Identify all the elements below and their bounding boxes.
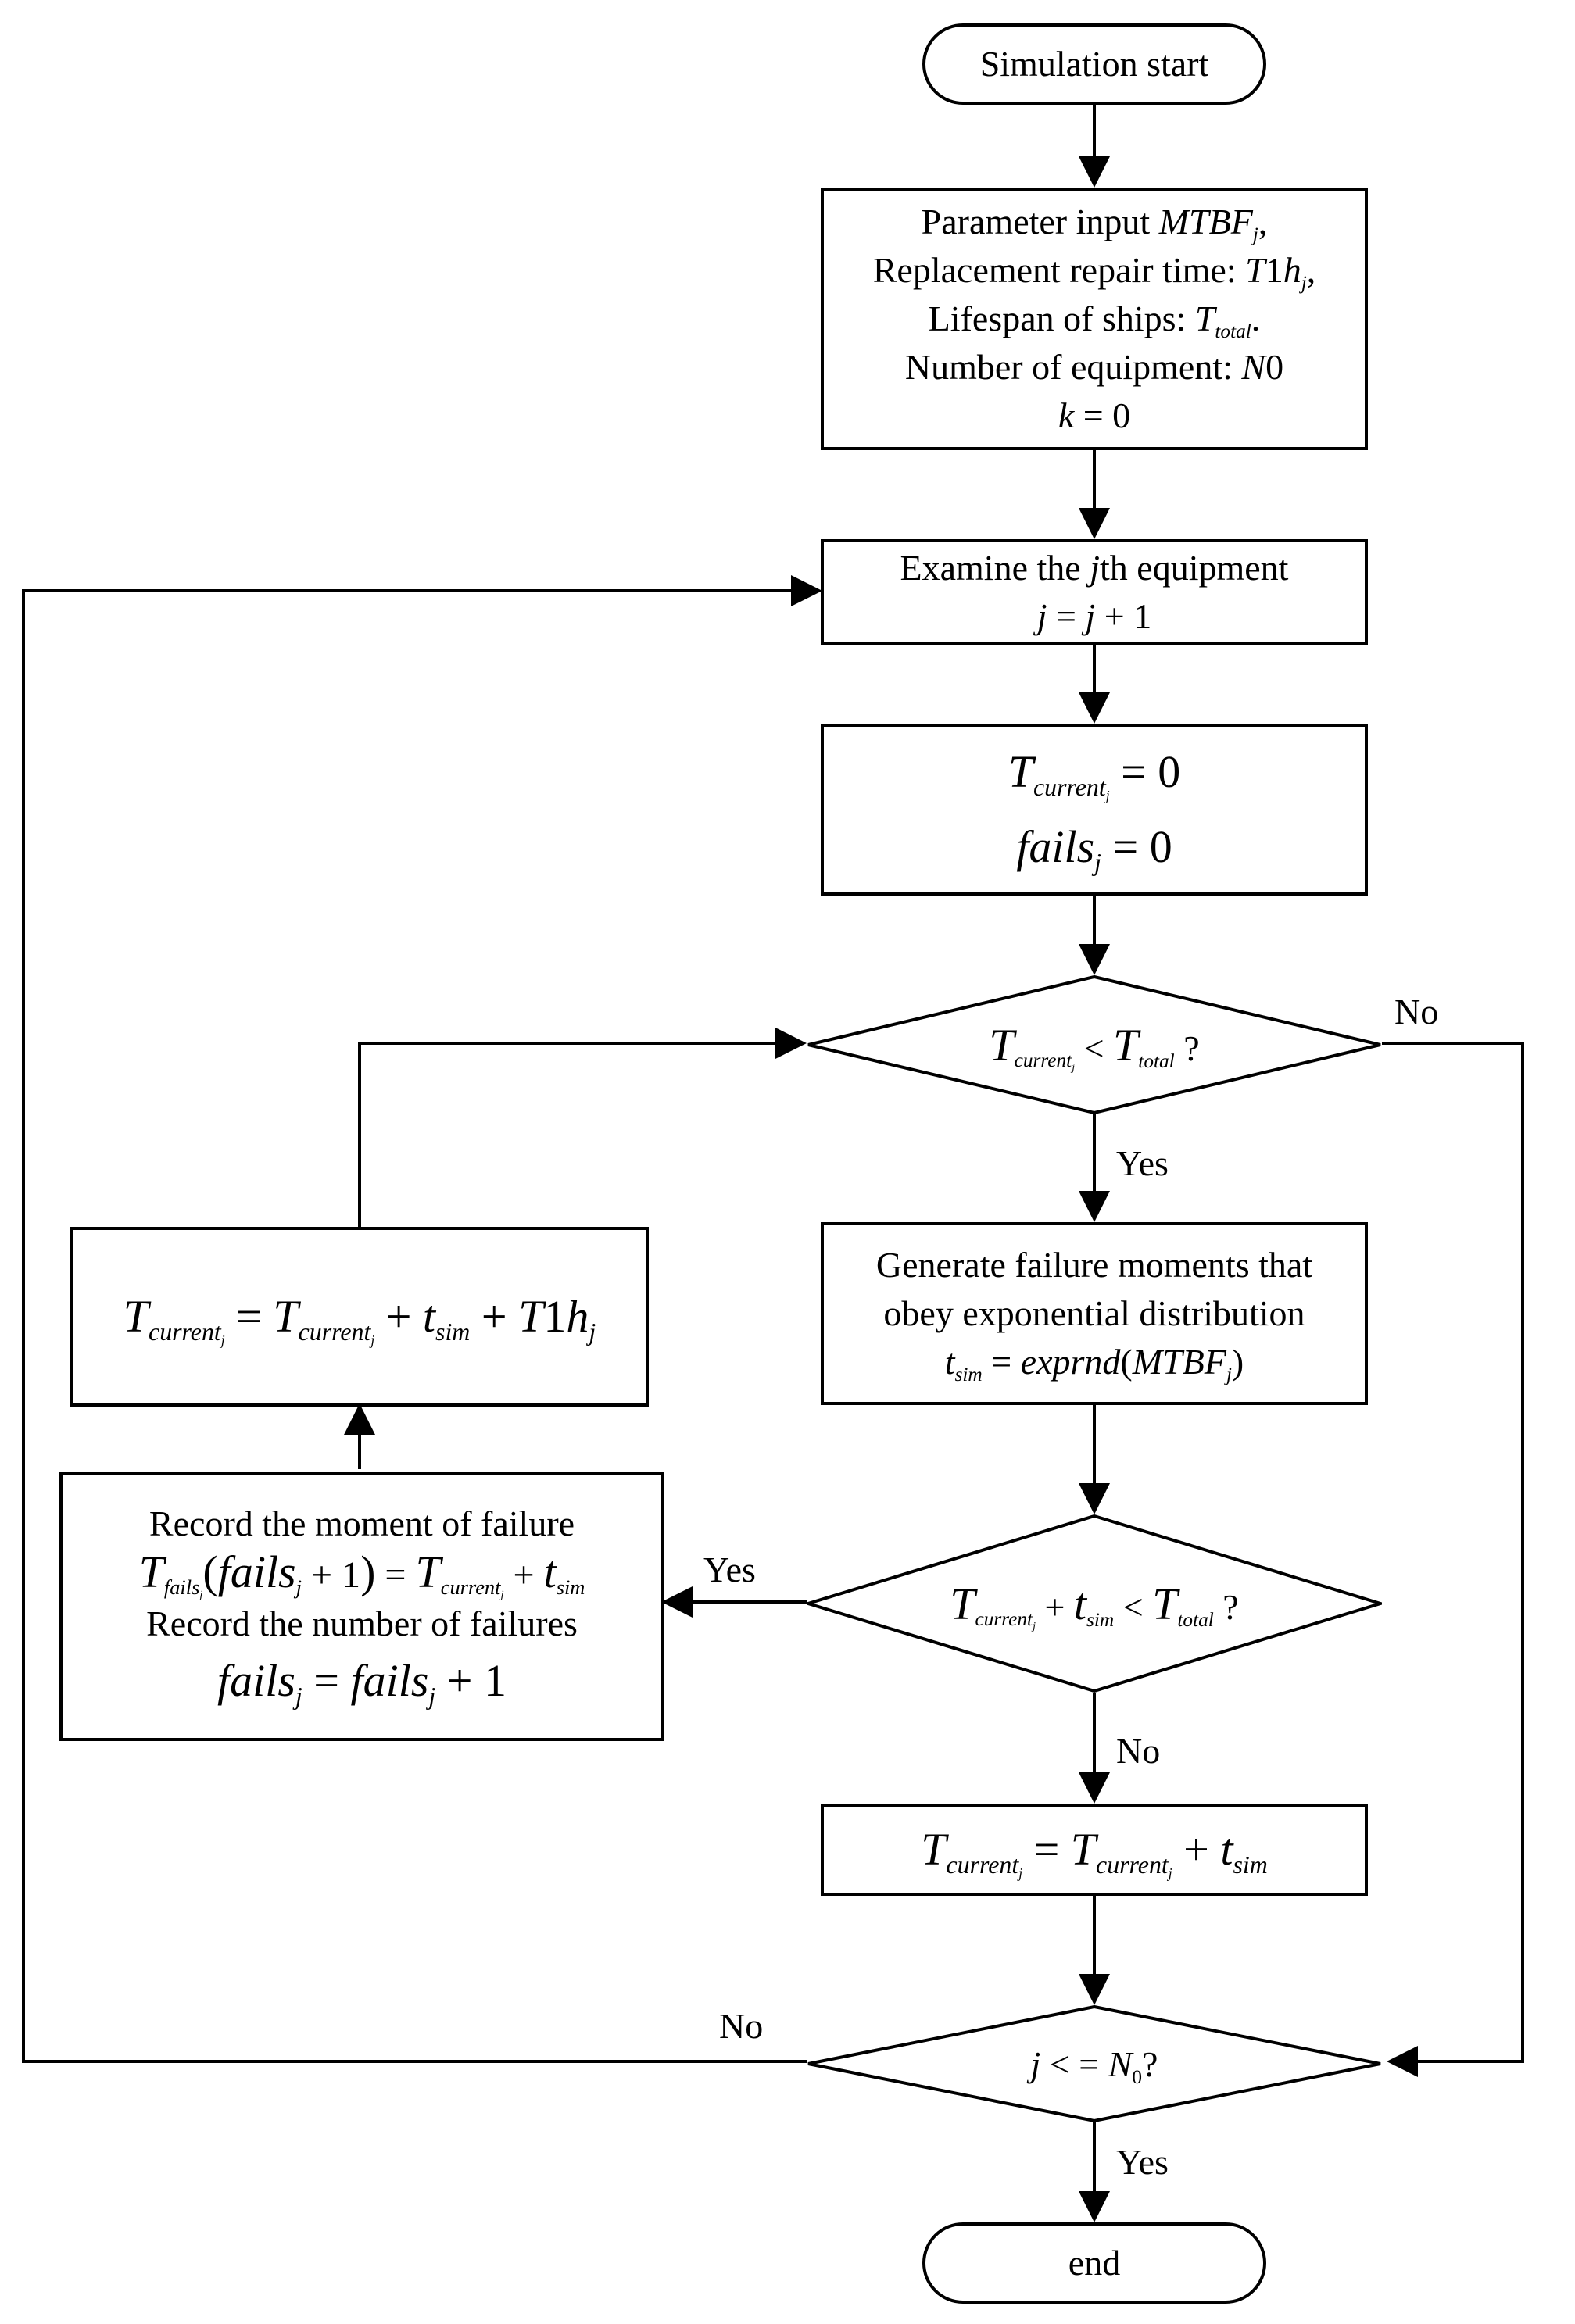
end-label: end bbox=[1068, 2243, 1121, 2283]
record-line-1: Record the moment of failure bbox=[149, 1503, 575, 1543]
params-line-2: Replacement repair time: T1hj, bbox=[872, 250, 1316, 294]
params-line-3: Lifespan of ships: Ttotal. bbox=[928, 299, 1261, 342]
params-line-5: k = 0 bbox=[1058, 395, 1131, 435]
record-line-2: Tfailsj(failsj + 1) = Tcurrentj + tsim bbox=[138, 1546, 585, 1602]
params-line-1: Parameter input MTBFj, bbox=[921, 202, 1268, 245]
decision-2-text: Tcurrentj + tsim < Ttotal ? bbox=[950, 1578, 1239, 1633]
update-current-time-box: Tcurrentj = Tcurrentj + tsim bbox=[821, 1804, 1368, 1896]
start-label: Simulation start bbox=[979, 44, 1209, 84]
generate-line-1: Generate failure moments that bbox=[875, 1245, 1313, 1285]
cond2-no-label: No bbox=[1116, 1731, 1161, 1771]
cond1-no-label: No bbox=[1394, 992, 1439, 1031]
examine-line-2: j = j + 1 bbox=[1036, 596, 1152, 636]
cond3-yes-label: Yes bbox=[1116, 2142, 1169, 2182]
generate-failure-moments-box: Generate failure moments that obey expon… bbox=[821, 1222, 1368, 1405]
initialize-counters-box: Tcurrentj = 0 failsj = 0 bbox=[821, 724, 1368, 896]
params-line-4: Number of equipment: N0 bbox=[904, 347, 1284, 387]
init-line-1: Tcurrentj = 0 bbox=[1008, 746, 1181, 804]
examine-line-1: Examine the jth equipment bbox=[900, 548, 1289, 588]
decision-3-diamond bbox=[807, 2005, 1381, 2122]
record-line-3: Record the number of failures bbox=[146, 1604, 578, 1643]
decision-current-plus-sim-less-than-total: Tcurrentj + tsim < Ttotal ? bbox=[807, 1514, 1382, 1693]
decision-j-less-equal-n0: j < = N0? bbox=[807, 2005, 1382, 2122]
update-left-formula: Tcurrentj = Tcurrentj + tsim + T1hj bbox=[123, 1291, 596, 1349]
init-line-2: failsj = 0 bbox=[1016, 821, 1172, 877]
decision-2-diamond bbox=[807, 1514, 1382, 1693]
cond3-no-label: No bbox=[719, 2006, 764, 2046]
parameter-input-box: Parameter input MTBFj, Replacement repai… bbox=[821, 188, 1368, 450]
decision-1-diamond bbox=[807, 975, 1381, 1114]
generate-line-2: obey exponential distribution bbox=[883, 1293, 1305, 1333]
record-line-4: failsj = failsj + 1 bbox=[217, 1655, 507, 1711]
update-current-time-repair-box: Tcurrentj = Tcurrentj + tsim + T1hj bbox=[70, 1227, 649, 1407]
decision-1-text: Tcurrentj < Ttotal ? bbox=[989, 1019, 1200, 1074]
simulation-start-terminal: Simulation start bbox=[922, 23, 1266, 105]
arrow-update-left-to-cond1 bbox=[358, 1028, 807, 1227]
end-terminal: end bbox=[922, 2222, 1266, 2304]
cond1-yes-label: Yes bbox=[1116, 1143, 1169, 1183]
decision-current-less-than-total: Tcurrentj < Ttotal ? bbox=[807, 975, 1382, 1114]
update-right-formula: Tcurrentj = Tcurrentj + tsim bbox=[921, 1824, 1268, 1882]
arrow-cond3-no-to-examine bbox=[22, 575, 822, 2063]
generate-line-3: tsim = exprnd(MTBFj) bbox=[944, 1342, 1244, 1385]
record-failure-box: Record the moment of failure Tfailsj(fai… bbox=[59, 1472, 664, 1741]
arrow-cond1-no-to-cond3 bbox=[1382, 1042, 1524, 2077]
examine-equipment-box: Examine the jth equipment j = j + 1 bbox=[821, 539, 1368, 645]
cond2-yes-label: Yes bbox=[703, 1550, 756, 1589]
decision-3-text: j < = N0? bbox=[1030, 2043, 1158, 2088]
